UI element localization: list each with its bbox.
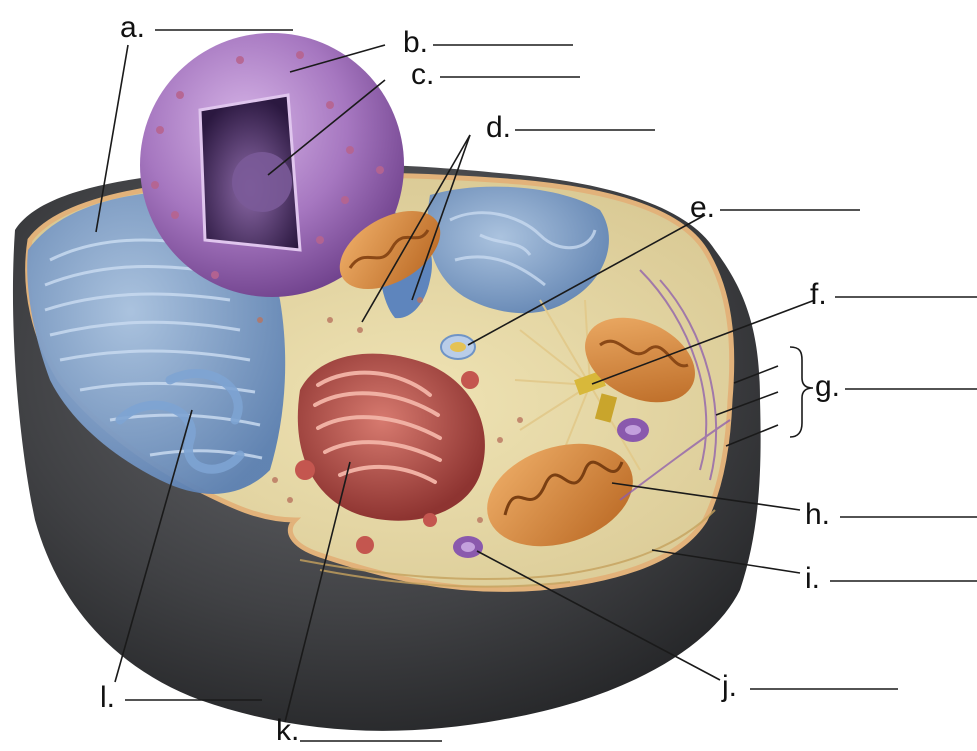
label-k: k. — [276, 716, 299, 746]
label-l: l. — [100, 683, 115, 713]
label-i: i. — [805, 564, 820, 594]
lysosome-right — [617, 418, 649, 442]
label-h: h. — [805, 500, 830, 530]
label-f: f. — [810, 280, 827, 310]
bracket-g — [790, 347, 813, 437]
lysosome-j — [453, 536, 483, 558]
label-d: d. — [486, 113, 511, 143]
label-g: g. — [815, 372, 840, 402]
label-c: c. — [411, 60, 434, 90]
label-j: j. — [722, 672, 737, 702]
label-e: e. — [690, 193, 715, 223]
vesicle — [441, 335, 475, 359]
label-a: a. — [120, 13, 145, 43]
label-b: b. — [403, 28, 428, 58]
nucleolus — [232, 152, 292, 212]
